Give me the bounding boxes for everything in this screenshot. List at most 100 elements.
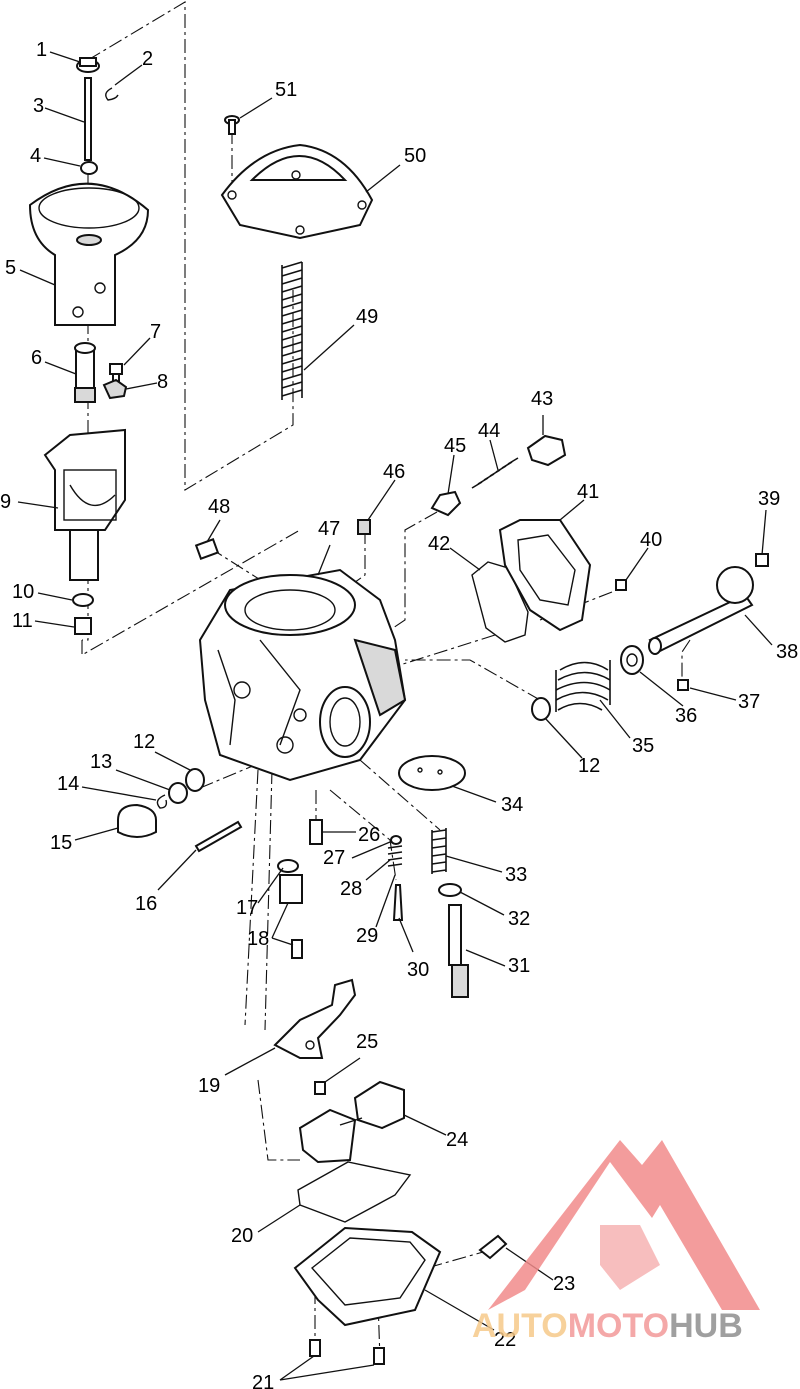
callout-37: 37 bbox=[738, 691, 760, 713]
callout-7: 7 bbox=[150, 321, 161, 343]
callout-17: 17 bbox=[236, 897, 258, 919]
part-1-nut bbox=[76, 57, 100, 73]
callout-14: 14 bbox=[57, 773, 79, 795]
watermark-moto: MOTO bbox=[568, 1307, 669, 1345]
callout-13: 13 bbox=[90, 751, 112, 773]
callout-18: 18 bbox=[247, 928, 269, 950]
part-51-screw bbox=[224, 115, 240, 135]
part-29-needle bbox=[392, 884, 404, 921]
part-12-seal-left bbox=[185, 768, 205, 792]
part-21-screw-b bbox=[373, 1347, 385, 1365]
part-49-spring bbox=[281, 261, 303, 400]
part-41-cover-plate bbox=[498, 519, 592, 632]
callout-47: 47 bbox=[318, 518, 340, 540]
callout-26: 26 bbox=[358, 824, 380, 846]
callout-49: 49 bbox=[356, 306, 378, 328]
callout-12-right: 12 bbox=[578, 755, 600, 777]
callout-3: 3 bbox=[33, 95, 44, 117]
callout-45: 45 bbox=[444, 435, 466, 457]
callout-21: 21 bbox=[252, 1372, 274, 1389]
callout-43: 43 bbox=[531, 388, 553, 410]
part-2-clip bbox=[105, 87, 119, 101]
callout-30: 30 bbox=[407, 959, 429, 981]
part-48-fitting bbox=[194, 538, 220, 560]
part-33-spring bbox=[431, 828, 447, 874]
callout-50: 50 bbox=[404, 145, 426, 167]
callout-51: 51 bbox=[275, 79, 297, 101]
part-27-oring bbox=[390, 835, 402, 845]
callout-41: 41 bbox=[577, 481, 599, 503]
callout-10: 10 bbox=[12, 581, 34, 603]
part-42-gasket bbox=[471, 561, 529, 643]
part-22-float-bowl bbox=[293, 1226, 442, 1327]
svg-text:AUTOMOTOHUB: AUTOMOTOHUB bbox=[472, 1307, 743, 1345]
part-46-plug bbox=[357, 519, 371, 535]
callout-19: 19 bbox=[198, 1075, 220, 1097]
part-8-nut bbox=[102, 378, 128, 400]
part-25-screw bbox=[314, 1081, 326, 1095]
part-44-spring bbox=[471, 457, 519, 489]
callout-35: 35 bbox=[632, 735, 654, 757]
leader-lines bbox=[17, 51, 773, 1381]
part-4-washer bbox=[80, 161, 98, 175]
part-39-nut bbox=[755, 553, 769, 567]
callout-6: 6 bbox=[31, 347, 42, 369]
part-37-screw bbox=[677, 679, 689, 691]
callout-44: 44 bbox=[478, 420, 500, 442]
part-23-drain-screw bbox=[478, 1234, 508, 1260]
callout-36: 36 bbox=[675, 705, 697, 727]
callout-1: 1 bbox=[36, 39, 47, 61]
part-16-pin bbox=[194, 820, 243, 853]
part-13-washer bbox=[168, 782, 188, 804]
part-14-clip bbox=[156, 794, 168, 809]
callout-29: 29 bbox=[356, 925, 378, 947]
automotohub-watermark: AUTOMOTOHUB bbox=[472, 1140, 760, 1345]
callout-31: 31 bbox=[508, 955, 530, 977]
part-43-cap bbox=[526, 434, 567, 467]
callout-15: 15 bbox=[50, 832, 72, 854]
callout-4: 4 bbox=[30, 145, 41, 167]
part-18-jet-assembly bbox=[279, 874, 303, 959]
part-38-throttle-shaft bbox=[648, 566, 754, 655]
callout-38: 38 bbox=[776, 641, 798, 663]
part-20-gasket bbox=[297, 1161, 412, 1223]
callout-22: 22 bbox=[494, 1329, 516, 1351]
part-40-screw bbox=[615, 579, 627, 591]
callout-9: 9 bbox=[0, 491, 11, 513]
watermark-hub: HUB bbox=[669, 1307, 743, 1345]
part-21-screw-a bbox=[309, 1339, 321, 1357]
callout-28: 28 bbox=[340, 878, 362, 900]
inlet-boot bbox=[319, 686, 371, 758]
callout-33: 33 bbox=[505, 864, 527, 886]
part-45-fuel-fitting bbox=[430, 490, 462, 517]
callout-42: 42 bbox=[428, 533, 450, 555]
watermark-inner-mark bbox=[600, 1225, 660, 1290]
callout-24: 24 bbox=[446, 1129, 468, 1151]
part-31-idle-screw bbox=[448, 904, 469, 998]
part-9-throttle-slide bbox=[43, 428, 126, 581]
callout-46: 46 bbox=[383, 461, 405, 483]
watermark-auto: AUTO bbox=[472, 1307, 568, 1345]
part-47-main-body bbox=[198, 568, 407, 782]
callout-23: 23 bbox=[553, 1273, 575, 1295]
callout-48: 48 bbox=[208, 496, 230, 518]
callout-2: 2 bbox=[142, 48, 153, 70]
part-12-seal-right bbox=[531, 697, 551, 721]
part-50-top-cover bbox=[220, 143, 374, 240]
callout-labels: 1 2 3 4 5 6 7 8 9 10 11 12 13 14 15 16 1… bbox=[0, 39, 798, 1389]
callout-27: 27 bbox=[323, 847, 345, 869]
callout-40: 40 bbox=[640, 529, 662, 551]
callout-39: 39 bbox=[758, 488, 780, 510]
callout-32: 32 bbox=[508, 908, 530, 930]
callout-16: 16 bbox=[135, 893, 157, 915]
part-5-diaphragm-piston bbox=[28, 182, 150, 326]
part-36-seal bbox=[620, 645, 644, 675]
part-19-bracket bbox=[273, 978, 357, 1059]
callout-12-left: 12 bbox=[133, 731, 155, 753]
part-32-washer bbox=[438, 883, 462, 897]
callout-11: 11 bbox=[12, 610, 33, 632]
part-6-needle-jet-holder bbox=[74, 342, 96, 403]
callout-34: 34 bbox=[501, 794, 523, 816]
part-15-cap bbox=[117, 803, 157, 838]
